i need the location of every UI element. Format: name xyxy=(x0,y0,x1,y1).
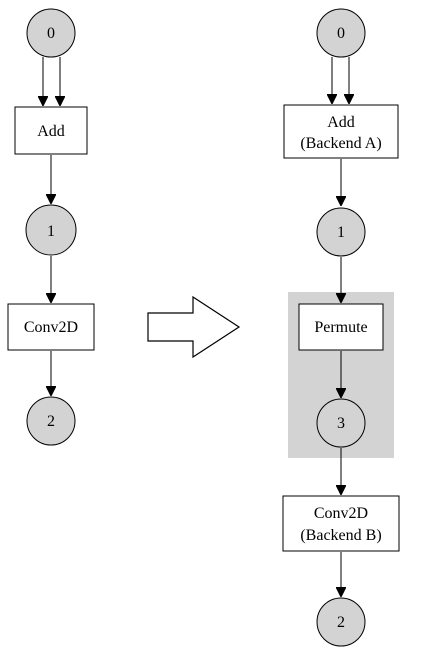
op-conv2d-backend-label: (Backend B) xyxy=(300,527,381,544)
tensor-node-1-label: 1 xyxy=(337,224,345,241)
op-add: Add xyxy=(14,106,88,155)
tensor-node-0: 0 xyxy=(316,8,366,58)
tensor-node-3-label: 3 xyxy=(337,415,345,432)
tensor-node-1: 1 xyxy=(316,207,366,257)
tensor-node-2: 2 xyxy=(316,597,366,647)
tensor-node-2: 2 xyxy=(26,396,76,446)
op-add-backend-label: (Backend A) xyxy=(300,135,381,152)
op-permute: Permute xyxy=(298,303,384,351)
op-conv2d-label: Conv2D xyxy=(314,505,368,522)
op-add-label: Add xyxy=(327,114,355,131)
tensor-node-0-label: 0 xyxy=(337,25,345,42)
after-graph: 0 Add (Backend A) 1 Permute 3 Conv2D (Ba… xyxy=(282,8,400,647)
tensor-node-2-label: 2 xyxy=(337,614,345,631)
tensor-node-1: 1 xyxy=(25,204,77,256)
tensor-node-1-label: 1 xyxy=(47,223,55,240)
before-graph: 0 Add 1 Conv2D 2 xyxy=(7,8,95,446)
op-conv2d-label: Conv2D xyxy=(24,319,78,336)
op-add-backend-a: Add (Backend A) xyxy=(283,104,399,159)
transform-arrow-icon xyxy=(147,295,241,359)
tensor-node-0-label: 0 xyxy=(47,25,55,42)
tensor-node-2-label: 2 xyxy=(47,413,55,430)
op-conv2d-backend-b: Conv2D (Backend B) xyxy=(282,495,400,552)
op-permute-label: Permute xyxy=(314,319,367,336)
op-conv2d: Conv2D xyxy=(7,303,95,351)
tensor-node-0: 0 xyxy=(26,8,76,58)
op-add-label: Add xyxy=(37,123,65,140)
tensor-node-3: 3 xyxy=(316,398,366,448)
